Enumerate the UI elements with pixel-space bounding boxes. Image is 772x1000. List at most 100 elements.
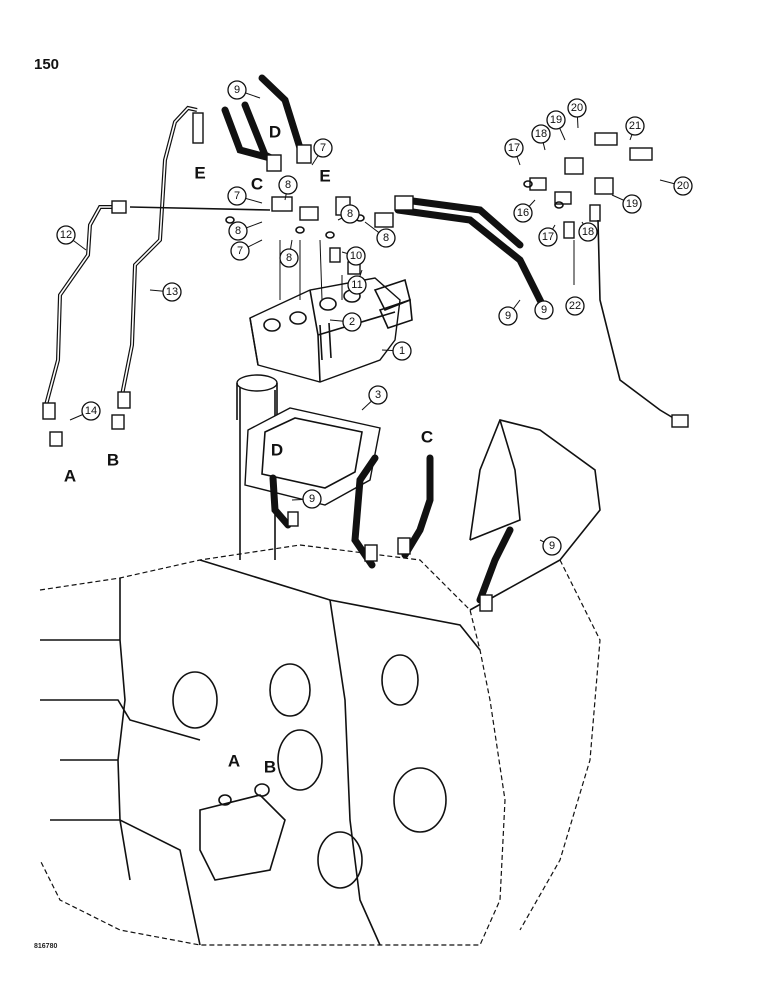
- callout-7: 7: [230, 241, 250, 261]
- callout-8: 8: [279, 248, 299, 268]
- callout-12: 12: [56, 225, 76, 245]
- connection-letter-C: C: [251, 175, 263, 194]
- gasket: [244, 407, 381, 506]
- callout-1: 1: [392, 341, 412, 361]
- callout-circle: [513, 203, 533, 223]
- callout-circle: [538, 227, 558, 247]
- callout-21: 21: [625, 116, 645, 136]
- connection-letter-B: B: [264, 758, 276, 777]
- callout-number: 13: [166, 286, 178, 298]
- callout-19: 19: [622, 194, 642, 214]
- connection-letter-C: C: [421, 428, 433, 447]
- callout-17: 17: [538, 227, 558, 247]
- callout-7: 7: [313, 138, 333, 158]
- callout-number: 9: [309, 493, 315, 505]
- page-number: 150: [34, 56, 60, 73]
- callout-number: 19: [550, 114, 562, 126]
- hoses: [221, 74, 549, 604]
- callout-number: 9: [234, 84, 240, 96]
- callout-number: 8: [235, 225, 241, 237]
- callout-number: 3: [375, 389, 381, 401]
- connection-letter-E: E: [194, 164, 205, 183]
- callout-circle: [534, 300, 554, 320]
- callout-circle: [578, 222, 598, 242]
- callout-16: 16: [513, 203, 533, 223]
- callout-number: 16: [517, 207, 529, 219]
- drawing-code: 816780: [34, 943, 58, 950]
- callout-2: 2: [342, 312, 362, 332]
- callout-number: 8: [285, 179, 291, 191]
- callout-9: 9: [498, 306, 518, 326]
- callout-circle: [342, 312, 362, 332]
- callout-circle: [498, 306, 518, 326]
- callout-20: 20: [567, 98, 587, 118]
- callout-circle: [622, 194, 642, 214]
- callout-number: 20: [571, 102, 583, 114]
- callout-number: 18: [582, 226, 594, 238]
- callout-number: 21: [629, 120, 641, 132]
- callout-number: 19: [626, 198, 638, 210]
- callout-circle: [227, 80, 247, 100]
- callout-number: 8: [286, 252, 292, 264]
- callout-number: 8: [383, 232, 389, 244]
- callout-number: 9: [549, 540, 555, 552]
- callout-18: 18: [531, 124, 551, 144]
- callout-circle: [546, 110, 566, 130]
- callout-circle: [504, 138, 524, 158]
- callout-circle: [531, 124, 551, 144]
- callout-circle: [567, 98, 587, 118]
- connection-letter-B: B: [107, 451, 119, 470]
- callout-number: 22: [569, 300, 581, 312]
- callout-circle: [279, 248, 299, 268]
- callout-8: 8: [278, 175, 298, 195]
- fittings: [225, 132, 689, 612]
- callout-22: 22: [565, 296, 585, 316]
- callout-number: 9: [505, 310, 511, 322]
- callout-number: 10: [350, 250, 362, 262]
- callout-number: 14: [85, 405, 97, 417]
- callout-circle: [565, 296, 585, 316]
- callout-9: 9: [534, 300, 554, 320]
- connection-letter-D: D: [271, 441, 283, 460]
- callout-circle: [376, 228, 396, 248]
- callout-18: 18: [578, 222, 598, 242]
- callout-circle: [228, 221, 248, 241]
- callout-circle: [230, 241, 250, 261]
- callout-14: 14: [81, 401, 101, 421]
- callout-circle: [81, 401, 101, 421]
- connection-letter-A: A: [64, 467, 76, 486]
- callout-circle: [313, 138, 333, 158]
- connection-letter-A: A: [228, 752, 240, 771]
- callout-circle: [227, 186, 247, 206]
- callout-circle: [625, 116, 645, 136]
- connection-letter-E: E: [319, 167, 330, 186]
- callout-number: 18: [535, 128, 547, 140]
- callout-9: 9: [227, 80, 247, 100]
- callout-circle: [278, 175, 298, 195]
- control-valve: [249, 277, 413, 383]
- callout-number: 11: [351, 279, 362, 291]
- connection-letter-D: D: [269, 123, 281, 142]
- callout-circle: [340, 204, 360, 224]
- callout-8: 8: [376, 228, 396, 248]
- callout-circle: [346, 246, 366, 266]
- callout-9: 9: [302, 489, 322, 509]
- callout-circle: [368, 385, 388, 405]
- callout-10: 10: [346, 246, 366, 266]
- callout-3: 3: [368, 385, 388, 405]
- steel-lines: [42, 105, 271, 447]
- callouts: 9778887881011213121314999916171819202120…: [56, 80, 693, 556]
- callout-circle: [302, 489, 322, 509]
- callout-9: 9: [542, 536, 562, 556]
- callout-13: 13: [162, 282, 182, 302]
- callout-number: 17: [542, 231, 554, 243]
- engine-block: [39, 374, 601, 946]
- callout-number: 20: [677, 180, 689, 192]
- callout-number: 7: [320, 142, 326, 154]
- callout-number: 8: [347, 208, 353, 220]
- callout-number: 12: [60, 229, 72, 241]
- callout-20: 20: [673, 176, 693, 196]
- callout-circle: [56, 225, 76, 245]
